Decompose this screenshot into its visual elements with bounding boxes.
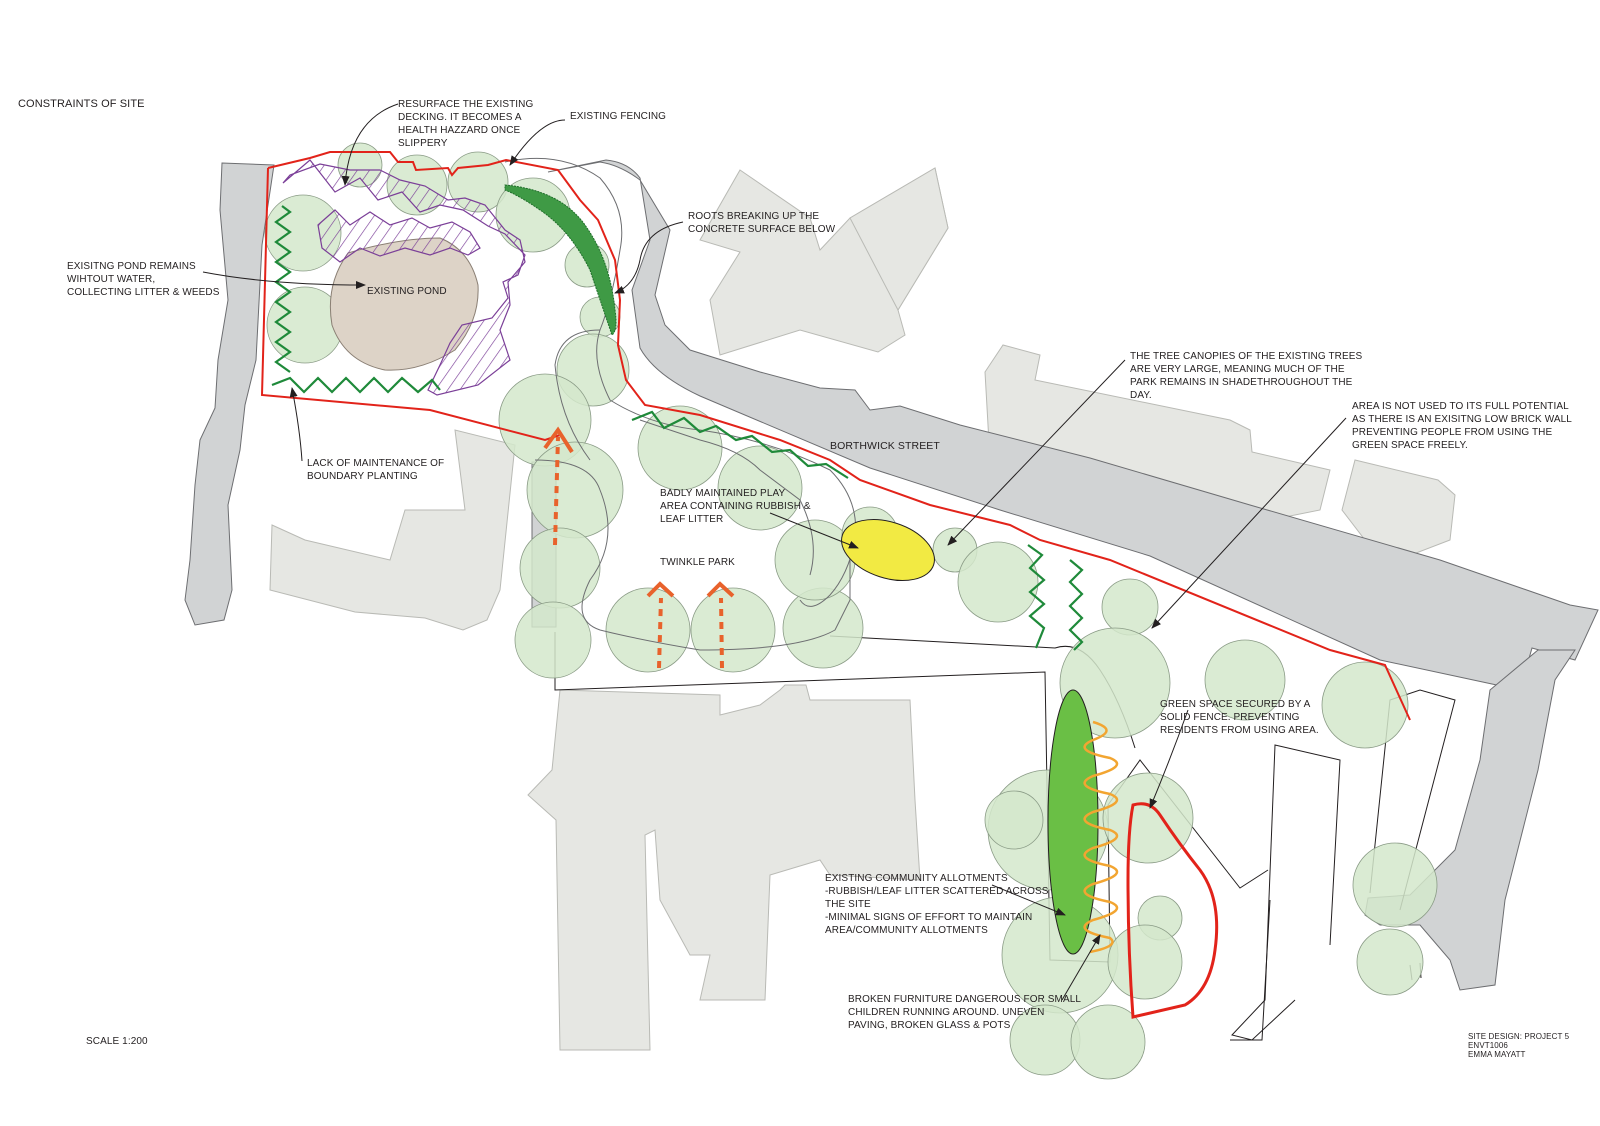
leader-line <box>947 359 1126 546</box>
leader-line <box>1151 417 1347 629</box>
tree <box>605 587 691 673</box>
tree <box>1101 578 1159 636</box>
zigzag-planting <box>271 376 441 394</box>
boundary-annotation: LACK OF MAINTENANCE OF BOUNDARY PLANTING <box>307 458 445 482</box>
tree <box>1352 842 1438 928</box>
pond-annotation: EXISITNG POND REMAINS WIHTOUT WATER, COL… <box>67 261 220 298</box>
pond-label: EXISTING POND <box>367 286 447 297</box>
decking-area <box>282 159 526 396</box>
tree <box>717 445 803 531</box>
access-arrow-head <box>646 581 675 598</box>
canopies-annotation: THE TREE CANOPIES OF THE EXISTING TREES … <box>1130 351 1363 401</box>
building <box>527 684 921 1051</box>
access-arrow-head <box>543 426 574 454</box>
leader-line <box>991 884 1066 916</box>
access-arrow <box>553 436 560 546</box>
leader-line <box>1149 709 1189 809</box>
access-arrow-head <box>706 581 735 598</box>
fenced-green-annotation: GREEN SPACE SECURED BY A SOLID FENCE. PR… <box>1160 699 1319 736</box>
leader-line <box>769 512 859 549</box>
leader-line <box>1061 934 1101 1001</box>
zigzag-planting <box>631 410 849 479</box>
tree <box>690 587 776 673</box>
zigzag-planting <box>1027 544 1046 649</box>
tree <box>526 441 624 539</box>
roots-annotation: ROOTS BREAKING UP THE CONCRETE SURFACE B… <box>688 211 836 235</box>
tree <box>514 601 592 679</box>
brick-wall-annotation: AREA IS NOT USED TO ITS FULL POTENTIAL A… <box>1352 401 1572 451</box>
leader-line <box>614 221 684 294</box>
allotments-annotation: EXISTING COMMUNITY ALLOTMENTS -RUBBISH/L… <box>825 873 1049 936</box>
community-allotment <box>1047 689 1099 955</box>
leader-line <box>509 119 566 166</box>
west-path <box>184 162 275 626</box>
tree <box>1321 661 1409 749</box>
decking-hatch <box>282 159 526 396</box>
zigzag-planting <box>274 205 292 373</box>
leader-line <box>289 387 303 462</box>
access-arrow <box>719 597 724 669</box>
furniture-annotation: BROKEN FURNITURE DANGEROUS FOR SMALL CHI… <box>848 994 1082 1031</box>
tree <box>984 790 1044 850</box>
tree <box>1102 772 1194 864</box>
decking-annotation: RESURFACE THE EXISTING DECKING. IT BECOM… <box>398 99 534 149</box>
tree <box>1204 639 1286 721</box>
building <box>269 429 516 631</box>
tree <box>519 527 601 609</box>
tree <box>1059 627 1171 739</box>
allotment-coil <box>1083 720 1119 954</box>
tree <box>1070 1004 1146 1080</box>
street-label: BORTHWICK STREET <box>830 440 940 452</box>
decking-area <box>317 209 481 263</box>
fencing-annotation: EXISTING FENCING <box>570 111 667 122</box>
leader-line <box>341 103 399 186</box>
tree <box>637 405 723 491</box>
borthwick-street <box>547 159 1599 691</box>
play-area-annotation: BADLY MAINTAINED PLAY AREA CONTAINING RU… <box>660 488 811 525</box>
tree <box>782 587 864 669</box>
tree <box>1356 928 1424 996</box>
leader-line <box>202 271 366 289</box>
zigzag-planting <box>1068 559 1084 651</box>
scale-label: SCALE 1:200 <box>86 1036 148 1047</box>
access-arrow <box>657 597 663 669</box>
access-arrows <box>543 426 735 669</box>
play-area <box>841 519 935 581</box>
boundary-planting <box>271 205 1084 651</box>
fenced-green-space <box>1126 802 1219 1019</box>
tree <box>957 541 1039 623</box>
page-title: CONSTRAINTS OF SITE <box>18 98 145 110</box>
tree <box>1107 924 1183 1000</box>
park-label: TWINKLE PARK <box>660 557 735 568</box>
building <box>849 167 949 312</box>
leader-lines <box>202 103 1347 1001</box>
existing-fencing <box>504 184 617 336</box>
credits-label: SITE DESIGN: PROJECT 5 ENVT1006 EMMA MAY… <box>1468 1032 1570 1059</box>
